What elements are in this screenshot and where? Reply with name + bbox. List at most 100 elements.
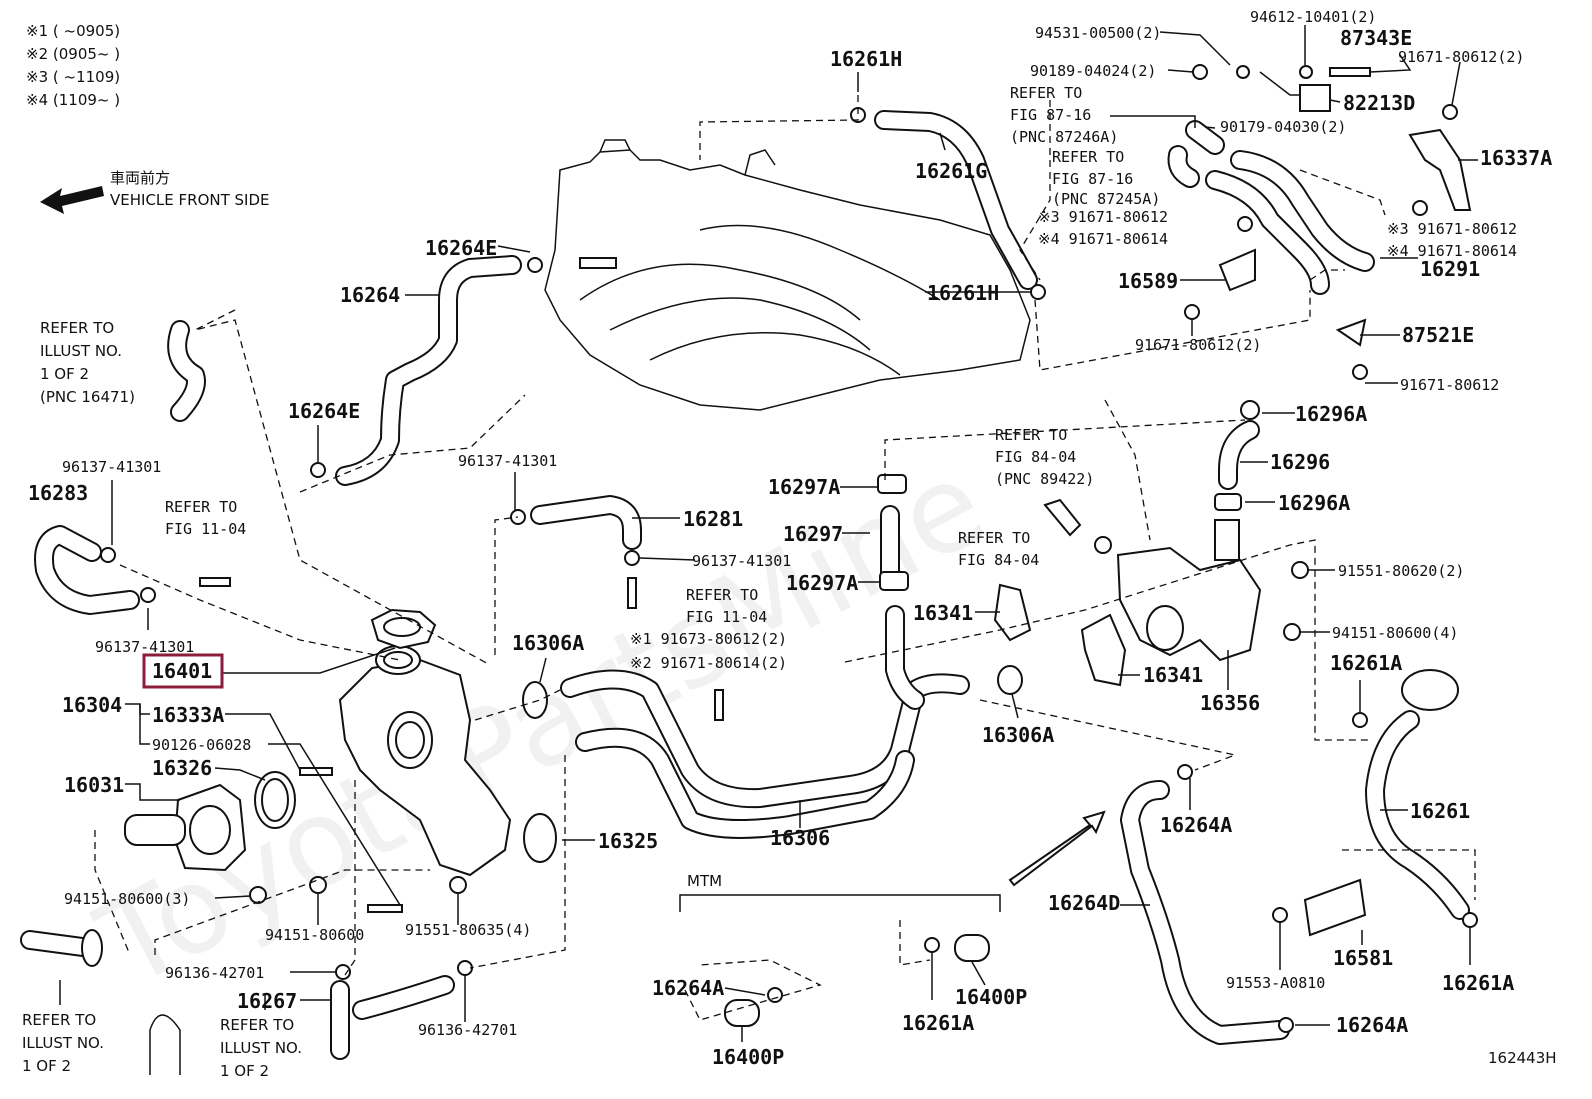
refer-fig1104-a: REFER TO FIG 11-04 — [165, 498, 246, 538]
label-87521E: 87521E — [1402, 323, 1474, 347]
nut-94151-3 — [249, 886, 267, 904]
label-91671-n4a: ※4 91671-80614 — [1038, 230, 1168, 248]
refer-line: FIG 11-04 — [165, 520, 246, 538]
label-16261G: 16261G — [915, 159, 987, 183]
label-91551-620: 91551-80620(2) — [1338, 562, 1464, 580]
label-16261A-b: 16261A — [902, 1011, 974, 1035]
refer-line: (PNC 87245A) — [1052, 190, 1160, 208]
refer-line: (PNC 89422) — [995, 470, 1094, 488]
bolt-91551-620 — [1291, 561, 1309, 579]
clamp-96137-b — [140, 587, 156, 603]
label-16264A-b: 16264A — [652, 976, 724, 1000]
pipes — [560, 120, 1375, 839]
label-16296A-b: 16296A — [1278, 491, 1350, 515]
refer-line: REFER TO — [1010, 84, 1082, 102]
clamp-16296A-a — [1240, 400, 1260, 420]
label-16264A-c: 16264A — [1336, 1013, 1408, 1037]
refer-line: FIG 84-04 — [958, 551, 1039, 569]
label-16341-a: 16341 — [913, 601, 973, 625]
o-ring-16306A-a — [522, 681, 548, 719]
nut-94151 — [309, 876, 327, 894]
bracket-16589 — [1218, 248, 1256, 292]
label-91551-4: 91551-80635(4) — [405, 921, 531, 939]
refer-line: FIG 84-04 — [995, 448, 1076, 466]
clamp-16264A-c — [1278, 1017, 1294, 1033]
label-90126: 90126-06028 — [152, 736, 251, 754]
label-16264A-a: 16264A — [1160, 813, 1232, 837]
label-94151-3: 94151-80600(3) — [64, 890, 190, 908]
bolt-91673 — [627, 577, 637, 609]
label-91673: ※1 91673-80612(2) — [630, 630, 787, 648]
label-16264: 16264 — [340, 283, 400, 307]
label-16264D: 16264D — [1048, 891, 1120, 915]
washer-90189 — [1192, 64, 1208, 80]
label-16589: 16589 — [1118, 269, 1178, 293]
refer-line: FIG 87-16 — [1052, 170, 1133, 188]
o-ring-16306A-b — [997, 665, 1023, 695]
water-outlet-16356 — [1116, 546, 1262, 662]
label-16306A-a: 16306A — [512, 631, 584, 655]
bolt-91671-n3a — [1237, 216, 1253, 232]
direction-arrow-icon — [1008, 810, 1106, 887]
refer-line: REFER TO — [22, 1011, 96, 1029]
components — [100, 64, 1478, 1033]
clamp-96137-d — [624, 550, 640, 566]
refer-line: (PNC 16471) — [40, 388, 135, 406]
label-91671-n4b: ※4 91671-80614 — [1387, 242, 1517, 260]
clamp-16264E-a — [527, 257, 543, 273]
refer-illust-bottom-center: REFER TO ILLUST NO. 1 OF 2 — [220, 1016, 302, 1080]
refer-fig8716-b: REFER TO FIG 87-16 (PNC 87245A) — [1052, 148, 1160, 208]
note-2: ※2 (0905~ ) — [26, 45, 120, 63]
water-inlet-housing — [338, 658, 512, 877]
label-91553: 91553-A0810 — [1226, 974, 1325, 992]
label-16291: 16291 — [1420, 257, 1480, 281]
clamp-16296A-b — [1214, 493, 1242, 511]
manifold-port — [579, 257, 617, 269]
clamp-16264A-b — [767, 987, 783, 1003]
front-label-en: VEHICLE FRONT SIDE — [110, 191, 270, 209]
refer-line: 1 OF 2 — [220, 1062, 269, 1080]
hoses — [20, 110, 1470, 1075]
front-label-jp: 車両前方 — [110, 169, 170, 187]
refer-illust-bottom-left: REFER TO ILLUST NO. 1 OF 2 — [22, 1011, 104, 1075]
label-16401[interactable]: 16401 — [152, 659, 212, 683]
label-16581: 16581 — [1333, 946, 1393, 970]
bolt-91671 — [714, 689, 724, 721]
refer-line: 1 OF 2 — [40, 365, 89, 383]
label-16264E-b: 16264E — [288, 399, 360, 423]
clamp-16261A-c — [1462, 912, 1478, 928]
label-16306: 16306 — [770, 826, 830, 850]
guide-lines — [94, 95, 1476, 1021]
bracket-16337A — [1408, 128, 1472, 211]
label-16326: 16326 — [152, 756, 212, 780]
label-91671-d: 91671-80612 — [1400, 376, 1499, 394]
refer-line: REFER TO — [220, 1016, 294, 1034]
label-mtm: MTM — [687, 872, 722, 890]
refer-line: REFER TO — [1052, 148, 1124, 166]
label-96137-b: 96137-41301 — [95, 638, 194, 656]
label-94151-4: 94151-80600(4) — [1332, 624, 1458, 642]
selected-part-highlight[interactable] — [142, 653, 224, 689]
clamp-16261A-a — [1352, 712, 1368, 728]
refer-line: (PNC 87246A) — [1010, 128, 1118, 146]
nut-94151-4 — [1283, 623, 1301, 641]
label-82213D: 82213D — [1343, 91, 1415, 115]
connector-82213D — [1299, 84, 1331, 112]
refer-fig8404-a: REFER TO FIG 84-04 (PNC 89422) — [995, 426, 1094, 488]
intake-manifold-outline — [544, 139, 1031, 411]
bolt-91671-2 — [1442, 104, 1458, 120]
label-16341-b: 16341 — [1143, 663, 1203, 687]
o-ring-16325 — [523, 813, 557, 863]
label-16400P-b: 16400P — [955, 985, 1027, 1009]
label-16337A: 16337A — [1480, 146, 1552, 170]
refer-line: REFER TO — [995, 426, 1067, 444]
label-16325: 16325 — [598, 829, 658, 853]
label-96136-a: 96136-42701 — [165, 964, 264, 982]
label-94612: 94612-10401(2) — [1250, 8, 1376, 26]
label-16400P-a: 16400P — [712, 1045, 784, 1069]
clamp-16297A-a — [877, 474, 907, 494]
refer-fig8716-a: REFER TO FIG 87-16 (PNC 87246A) — [1010, 84, 1118, 146]
label-96137-d: 96137-41301 — [692, 552, 791, 570]
thermostat-outlet — [124, 814, 186, 846]
hose-16261-end — [1401, 669, 1459, 711]
